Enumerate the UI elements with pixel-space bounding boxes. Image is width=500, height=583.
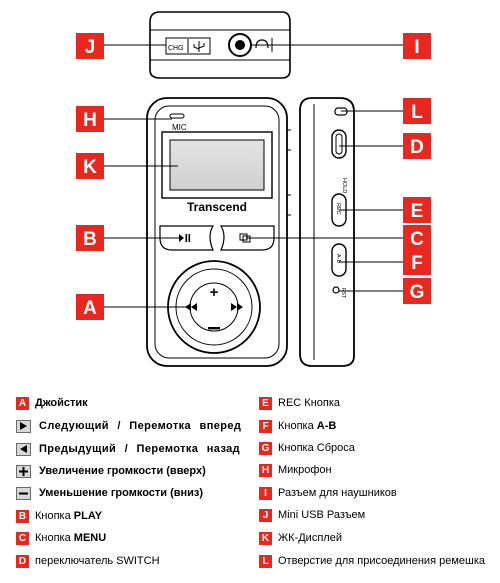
plus-icon (16, 464, 31, 478)
lcd-screen (169, 139, 265, 191)
legend-item-h: H Микрофон (259, 461, 332, 479)
legend-badge-d: D (16, 554, 29, 568)
callout-B: B (76, 225, 104, 251)
legend-item-c: C Кнопка MENU (16, 529, 106, 547)
svg-text:J: J (85, 37, 96, 58)
legend-badge-a: A (16, 396, 29, 410)
legend-badge-l: L (259, 554, 272, 568)
next-icon (16, 419, 31, 433)
hold-label: HOLD (341, 178, 347, 193)
mic-label: MIC (172, 123, 187, 132)
svg-text:L: L (411, 102, 423, 123)
legend-item-vol-down: Уменьшение громкости (вниз) (16, 484, 203, 502)
chg-label: CHG (168, 45, 184, 52)
svg-text:E: E (411, 201, 424, 222)
legend-item-j: J Mini USB Разъем (259, 506, 365, 524)
headphone-jack (228, 33, 273, 57)
legend-text-vol-up: Увеличение громкости (вверх) (39, 465, 206, 477)
callout-A: A (76, 294, 104, 320)
legend-text-b-bold: PLAY (73, 510, 103, 522)
svg-text:H: H (83, 110, 97, 131)
legend-text-h: Микрофон (278, 464, 332, 476)
callout-G: G (403, 278, 431, 304)
legend-text-b-prefix: Кнопка (35, 510, 74, 522)
legend-badge-i: I (259, 486, 272, 500)
svg-text:A: A (83, 298, 97, 319)
legend-item-next: Следующий / Перемотка вперед (16, 417, 241, 435)
legend-text-f-prefix: Кнопка (278, 420, 317, 432)
legend-item-f: F Кнопка A-B (259, 417, 336, 435)
volume-down-mark (208, 327, 220, 330)
callout-I: I (403, 33, 431, 59)
legend-text-j: Mini USB Разъем (278, 509, 366, 521)
legend-item-vol-up: Увеличение громкости (вверх) (16, 462, 206, 480)
headphone-icon (255, 39, 269, 49)
leader-lines (104, 44, 403, 308)
menu-icon (239, 233, 251, 243)
legend-item-d: D переключатель SWITCH (16, 552, 160, 570)
fast-forward-icon (231, 303, 243, 311)
legend-text-e: REC Кнопка (278, 397, 341, 409)
legend-text-c-prefix: Кнопка (35, 532, 74, 544)
callout-E: E (403, 197, 431, 223)
rec-label: REC (335, 203, 341, 215)
usb-port: CHG (165, 37, 211, 55)
legend-text-vol-down: Уменьшение громкости (вниз) (39, 487, 204, 499)
legend-item-prev: Предыдущий / Перемотка назад (16, 440, 240, 458)
legend-text-f-bold: A-B (316, 420, 337, 432)
legend-badge-k: K (259, 531, 272, 545)
volume-up-mark: + (210, 284, 219, 301)
ab-button[interactable] (331, 243, 347, 277)
reset-hole[interactable] (332, 286, 340, 294)
legend-item-b: B Кнопка PLAY (16, 507, 102, 525)
prev-icon (16, 442, 31, 456)
legend-text-i: Разъем для наушников (278, 487, 397, 499)
svg-text:K: K (83, 157, 97, 178)
top-view: CHG (149, 11, 291, 79)
legend-badge-h: H (259, 463, 272, 477)
svg-text:I: I (414, 37, 419, 58)
legend-badge-b: B (16, 509, 29, 523)
usb-icon (193, 41, 205, 52)
legend-badge-g: G (259, 441, 272, 455)
legend-item-e: E REC Кнопка (259, 394, 340, 412)
side-view: HOLD REC A-B RST (299, 97, 355, 367)
brand-logo: Transcend (187, 200, 247, 214)
legend-badge-c: C (16, 531, 29, 545)
legend-item-g: G Кнопка Сброса (259, 439, 355, 457)
callout-C: C (403, 225, 431, 251)
svg-text:F: F (411, 253, 423, 274)
legend-text-c-bold: MENU (73, 532, 107, 544)
ab-label: A-B (335, 254, 341, 264)
svg-text:G: G (410, 282, 425, 303)
legend-item-k: K ЖК-Дисплей (259, 529, 342, 547)
device-diagram: CHG MIC Transcend (76, 11, 431, 367)
callout-K: K (76, 153, 104, 179)
legend-badge-f: F (259, 419, 272, 433)
svg-text:B: B (83, 229, 97, 250)
front-view: MIC Transcend + (146, 97, 291, 367)
rst-label: RST (340, 288, 346, 298)
legend-item-l: L Отверстие для присоединения ремешка (259, 552, 485, 570)
legend-text-next: Следующий / Перемотка вперед (39, 420, 242, 432)
callout-F: F (403, 249, 431, 275)
legend-text-d: переключатель SWITCH (35, 555, 160, 567)
legend-text-prev: Предыдущий / Перемотка назад (39, 443, 241, 455)
legend-text-l: Отверстие для присоединения ремешка (278, 555, 485, 567)
legend-text-g: Кнопка Сброса (278, 442, 355, 454)
callout-D: D (403, 133, 431, 159)
callout-L: L (403, 98, 431, 124)
minus-icon (16, 486, 31, 500)
svg-text:C: C (410, 229, 424, 250)
callout-J: J (76, 33, 104, 59)
legend-item-i: I Разъем для наушников (259, 484, 397, 502)
legend-text-k: ЖК-Дисплей (278, 532, 342, 544)
callout-H: H (76, 106, 104, 132)
legend-badge-j: J (259, 508, 272, 522)
svg-text:D: D (410, 137, 424, 158)
legend-badge-e: E (259, 396, 272, 410)
legend-item-a: A Джойстик (16, 394, 88, 412)
legend-text-a: Джойстик (35, 397, 88, 409)
